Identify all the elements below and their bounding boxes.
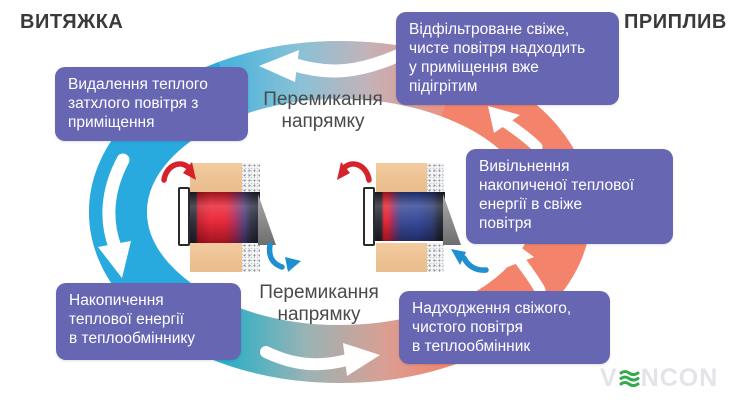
step-box-exhaust-removal: Видалення теплого затхлого повітря з при… xyxy=(55,67,248,141)
flow-arrow-right-lower-up xyxy=(505,241,546,296)
step-box-heat-accumulation: Накопичення теплової енергії в теплообмі… xyxy=(56,283,241,360)
cold-heat-exchanger-cylinder xyxy=(374,192,445,241)
wall-insulation-top xyxy=(242,163,260,193)
flow-arrow-right-upper-up xyxy=(488,106,543,153)
indoor-flange xyxy=(178,187,190,246)
wall-insulation-bottom xyxy=(427,243,444,272)
wall-insulation-bottom xyxy=(242,243,260,272)
hot-heat-exchanger-cylinder xyxy=(189,192,260,243)
switch-direction-label-bottom: Перемикання напрямку xyxy=(259,282,379,326)
heading-supply: ПРИПЛИВ xyxy=(624,11,727,33)
logo-wave-e-icon xyxy=(619,370,640,387)
switch-direction-label-top: Перемикання напрямку xyxy=(263,89,383,133)
wall-bottom xyxy=(376,243,427,272)
fresh-air-in-arrow-icon xyxy=(451,249,489,273)
exhaust-air-out-arrow-icon xyxy=(266,242,301,272)
vencon-logo: V NCON xyxy=(600,364,718,393)
logo-prefix: V xyxy=(600,364,618,392)
flow-arrow-top-left xyxy=(259,49,404,82)
heading-exhaust: ВИТЯЖКА xyxy=(20,11,124,33)
wall-insulation-top xyxy=(427,163,444,193)
wall-top xyxy=(190,163,242,193)
flow-arrow-left-down xyxy=(98,153,131,278)
step-box-fresh-intake: Надходження свіжого, чистого повітря в т… xyxy=(399,291,610,364)
warm-air-out-arrow-icon xyxy=(337,161,372,183)
flow-arrow-bottom-right xyxy=(260,343,380,376)
outdoor-hood xyxy=(258,194,276,245)
indoor-flange xyxy=(363,187,375,246)
step-box-supply-filtered: Відфільтроване свіже, чисте повітря надх… xyxy=(396,12,619,105)
step-box-heat-release: Вивільнення накопиченої теплової енергії… xyxy=(466,149,673,244)
outdoor-hood xyxy=(443,194,461,245)
wall-top xyxy=(376,163,427,193)
wall-bottom xyxy=(190,243,242,272)
logo-suffix: NCON xyxy=(640,364,719,392)
